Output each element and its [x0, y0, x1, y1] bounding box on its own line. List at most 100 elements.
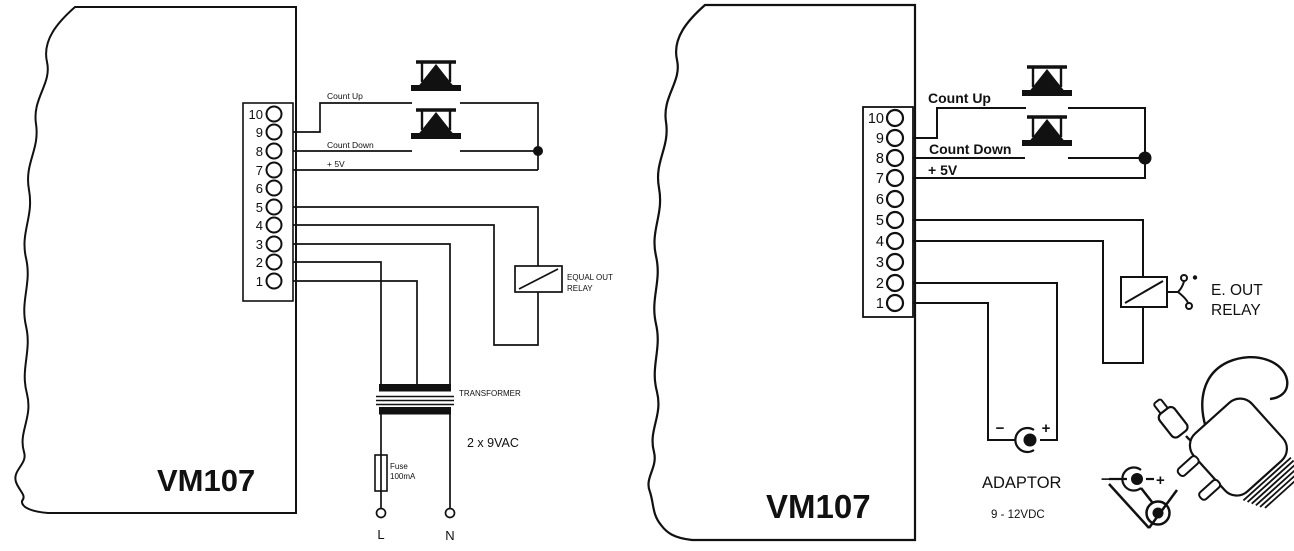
terminal-number-2: 2	[876, 276, 884, 292]
relay-coil-wire-b	[900, 240, 1144, 364]
relay-label-line1: E. OUT	[1211, 282, 1263, 299]
relay-coil-wire-a	[900, 219, 1144, 278]
relay-contact-lever	[1167, 281, 1189, 304]
right-wires	[900, 107, 1146, 441]
adaptor-plus-wire	[900, 282, 1058, 441]
terminal-pin-1	[885, 293, 905, 313]
terminal-number-10: 10	[868, 111, 884, 127]
adaptor-body	[1188, 397, 1288, 497]
equal-out-relay: EQUAL OUT RELAY	[514, 265, 613, 293]
terminal-pin-9	[885, 128, 905, 148]
device-name: VM107	[766, 488, 871, 525]
transformer-symbol	[376, 384, 454, 415]
terminal-number-6: 6	[256, 181, 263, 196]
terminal-number-5: 5	[876, 213, 884, 229]
transformer-wire-right	[278, 243, 451, 386]
terminal-number-1: 1	[256, 274, 263, 289]
terminal-pin-10	[265, 105, 283, 123]
right-diagram: VM107 Count Up Count Down + 5V	[647, 3, 1294, 542]
count-up-push-button	[409, 59, 463, 93]
count-down-push-button	[409, 107, 463, 141]
transformer-wire-left	[278, 261, 382, 386]
wall-adaptor-illustration	[1153, 356, 1294, 509]
right-terminal-strip: 10 9 8 7 6 5 4 3 2 1	[862, 106, 914, 318]
terminal-pin-6	[885, 189, 905, 209]
legend-plus-sign: +	[1156, 472, 1165, 489]
terminal-number-4: 4	[876, 234, 884, 250]
terminal-pin-9	[265, 123, 283, 141]
transformer-primary-bar	[379, 384, 451, 392]
live-label: L	[377, 527, 384, 542]
terminal-pin-5	[885, 210, 905, 230]
terminal-pin-7	[265, 161, 283, 179]
relay-contact-dot	[1192, 275, 1198, 280]
device-outline	[647, 3, 917, 542]
plug-end-view-pin	[1152, 507, 1164, 519]
terminal-number-3: 3	[256, 237, 263, 252]
terminal-number-10: 10	[249, 107, 263, 122]
terminal-pin-7	[885, 168, 905, 188]
terminal-pin-4	[265, 216, 283, 234]
count-down-label: Count Down	[929, 141, 1011, 157]
supply-5v-label: + 5V	[928, 162, 958, 178]
dc-jack-symbol: − +	[996, 420, 1051, 454]
mains-leads	[380, 414, 451, 509]
adaptor-prong-top	[1176, 455, 1200, 477]
count-down-label: Count Down	[327, 140, 374, 150]
terminal-pin-10	[885, 108, 905, 128]
adaptor-body-fins	[1242, 456, 1294, 509]
adaptor-label: ADAPTOR	[982, 474, 1062, 492]
transformer-rating: 2 x 9VAC	[467, 436, 519, 450]
relay-coil-wire-a	[278, 206, 539, 267]
jack-minus-sign: −	[996, 420, 1005, 437]
terminal-number-7: 7	[876, 171, 884, 187]
terminal-pin-1	[265, 272, 283, 290]
terminal-pin-4	[885, 231, 905, 251]
left-terminal-strip: 10 9 8 7 6 5 4 3 2 1	[242, 102, 294, 302]
relay-contact-no	[1180, 274, 1188, 282]
terminal-number-6: 6	[876, 192, 884, 208]
terminal-number-2: 2	[256, 255, 263, 270]
terminal-pin-8	[265, 142, 283, 160]
terminal-number-7: 7	[256, 163, 263, 178]
terminal-pin-2	[885, 273, 905, 293]
adaptor-prong-bottom	[1198, 478, 1222, 501]
count-up-label: Count Up	[928, 90, 991, 106]
terminal-pin-5	[265, 198, 283, 216]
fuse-label-line2: 100mA	[390, 472, 416, 481]
terminal-number-9: 9	[876, 131, 884, 147]
terminal-pin-3	[265, 235, 283, 253]
fuse-label-line1: Fuse	[390, 462, 408, 471]
relay-label-line2: RELAY	[567, 284, 593, 293]
wire-junction-dot	[1138, 151, 1152, 165]
adaptor-minus-wire	[900, 302, 1016, 441]
barrel-plug-body	[1157, 405, 1189, 439]
terminal-pin-2	[265, 253, 283, 271]
polarity-legend: − +	[1101, 466, 1179, 529]
count-up-wire	[278, 102, 539, 170]
count-down-push-button	[1020, 114, 1074, 148]
plug-end-view-circle	[1145, 500, 1171, 526]
transformer-label: TRANSFORMER	[459, 389, 521, 398]
neutral-label: N	[445, 528, 454, 543]
transformer-core-lines	[376, 395, 454, 406]
transformer-wire-center	[278, 280, 418, 386]
terminal-number-8: 8	[876, 151, 884, 167]
count-up-label: Count Up	[327, 91, 363, 101]
supply-5v-label: + 5V	[327, 159, 345, 169]
count-up-push-button	[1020, 64, 1074, 98]
transformer-secondary-bar	[379, 407, 451, 415]
terminal-number-9: 9	[256, 125, 263, 140]
left-diagram: VM107 Count Up Count Down + 5V	[14, 6, 613, 543]
relay-label-line1: EQUAL OUT	[567, 273, 613, 282]
relay-coil-wire-b	[278, 224, 539, 346]
terminal-number-1: 1	[876, 296, 884, 312]
jack-arc	[1014, 426, 1035, 454]
fuse-symbol	[374, 454, 388, 492]
live-terminal	[375, 507, 387, 519]
terminal-number-5: 5	[256, 200, 263, 215]
device-outline	[14, 6, 297, 514]
relay-coil-diagonal	[1124, 280, 1164, 304]
